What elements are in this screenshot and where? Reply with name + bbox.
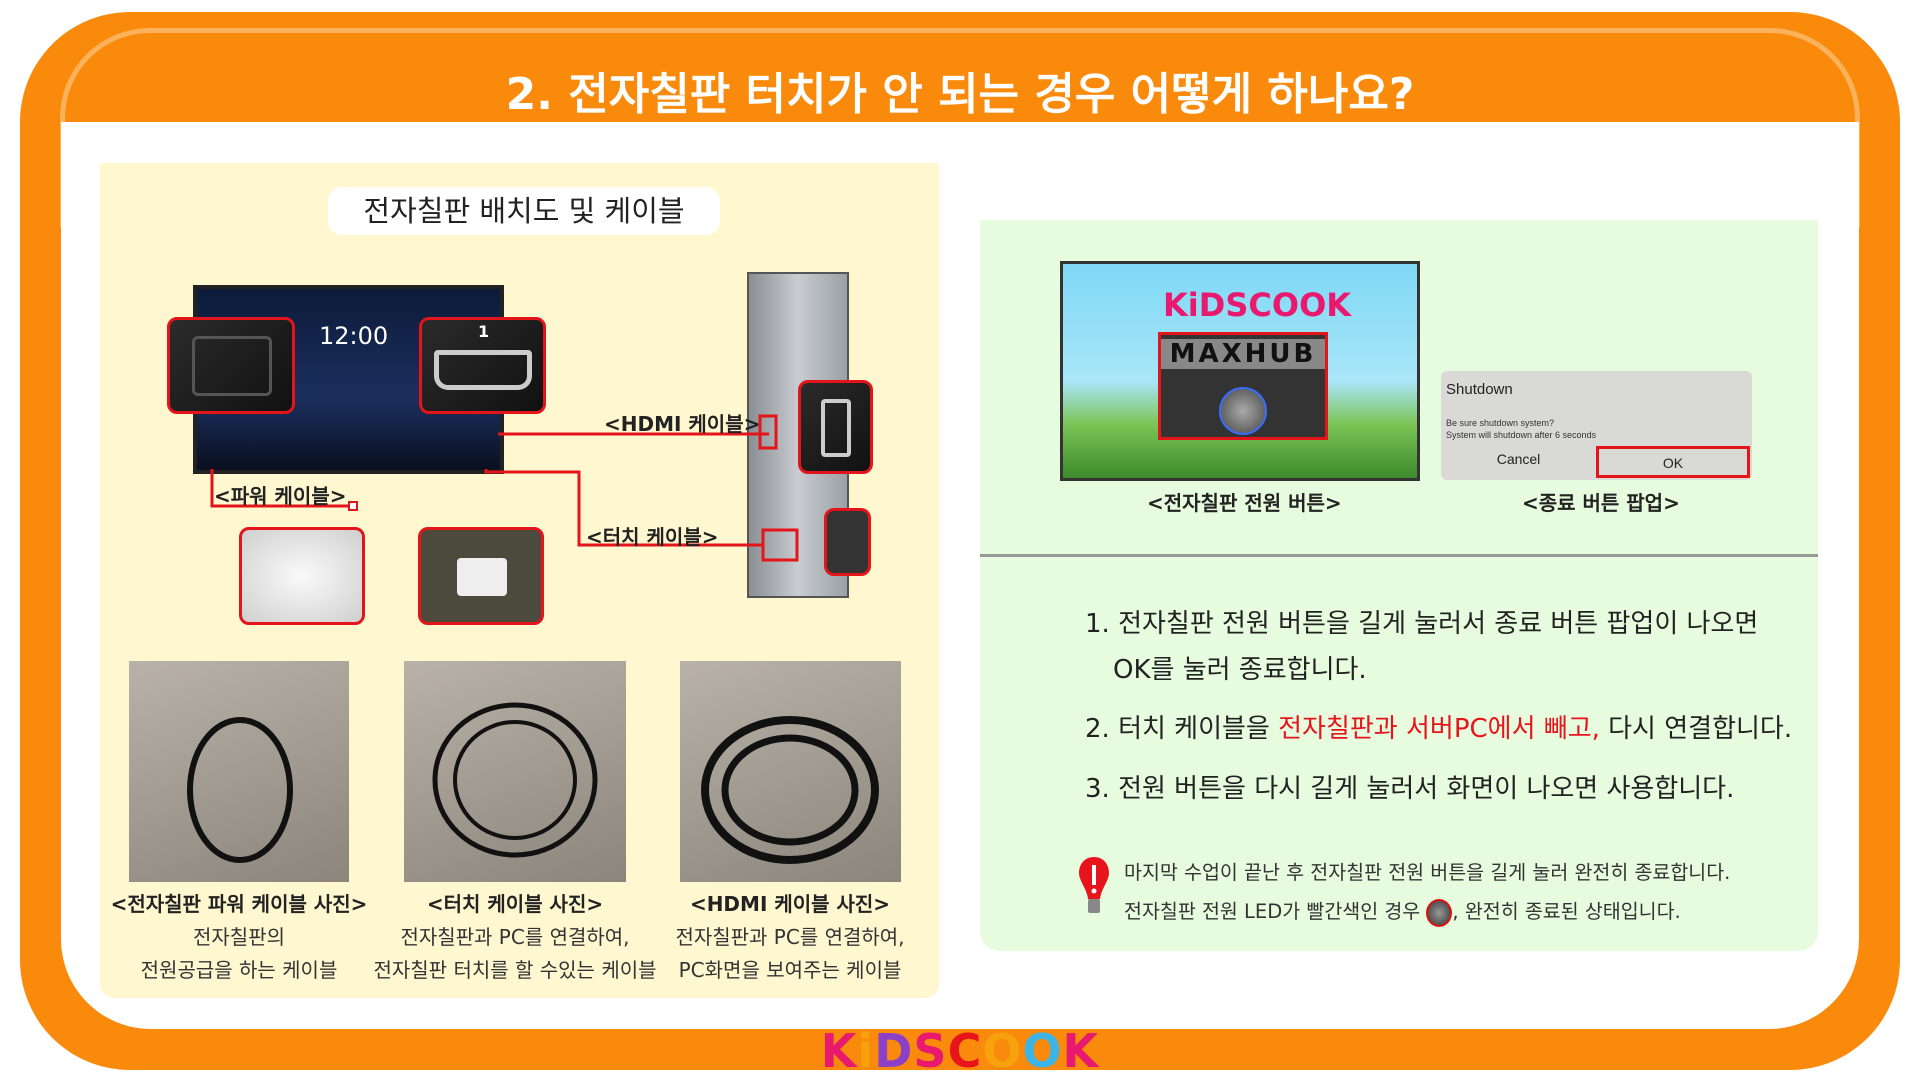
power-cable-caption: <전자칠판 파워 케이블 사진> 전자칠판의 전원공급을 하는 케이블 bbox=[109, 888, 369, 987]
screen-brand: MAXHUB bbox=[1161, 339, 1325, 369]
shutdown-popup: Shutdown Be sure shutdown system? System… bbox=[1441, 371, 1752, 480]
step-2: 2. 터치 케이블을 전자칠판과 서버PC에서 빼고, 다시 연결합니다. bbox=[1085, 708, 1792, 745]
touch-cable-photo bbox=[404, 661, 626, 882]
power-cable-photo bbox=[129, 661, 349, 882]
logo-letter: C bbox=[947, 1024, 983, 1078]
caption-line: 전원공급을 하는 케이블 bbox=[140, 958, 338, 982]
step-1: 1. 전자칠판 전원 버튼을 길게 눌러서 종료 버튼 팝업이 나오면 bbox=[1085, 609, 1759, 639]
usb-b-port-photo bbox=[418, 527, 544, 625]
popup-caption: <종료 버튼 팝업> bbox=[1522, 491, 1680, 515]
logo-letter: D bbox=[874, 1024, 914, 1078]
logo-letter: O bbox=[982, 1024, 1023, 1078]
step-text: 다시 연결합니다. bbox=[1599, 714, 1793, 744]
caption-line: 전자칠판과 PC를 연결하여, bbox=[400, 925, 630, 949]
pc-usb-zoom bbox=[824, 508, 871, 576]
note-text: , 완전히 종료된 상태입니다. bbox=[1452, 900, 1681, 923]
popup-message: Be sure shutdown system? bbox=[1446, 418, 1555, 428]
logo-letter: O bbox=[1022, 1024, 1063, 1078]
caption-line: PC화면을 보여주는 케이블 bbox=[678, 958, 902, 982]
screen-logo: KiDSCOOK bbox=[1163, 286, 1352, 324]
step-text: 2. 터치 케이블을 bbox=[1085, 714, 1279, 744]
note-text: 전자칠판 전원 LED가 빨간색인 경우 bbox=[1124, 900, 1427, 923]
pc-hdmi-zoom bbox=[798, 380, 873, 474]
popup-title: Shutdown bbox=[1446, 381, 1513, 398]
caption-line: 전자칠판의 bbox=[193, 925, 285, 949]
step-3: 3. 전원 버튼을 다시 길게 눌러서 화면이 나오면 사용합니다. bbox=[1085, 774, 1735, 804]
hdmi-port-zoom: 1 bbox=[419, 317, 546, 414]
touch-cable-label: <터치 케이블> bbox=[586, 525, 719, 549]
popup-cancel-button[interactable]: Cancel bbox=[1496, 451, 1541, 467]
hdmi-cable-label: <HDMI 케이블> bbox=[604, 412, 761, 436]
footer-logo: KiDSCOOK bbox=[0, 1024, 1920, 1078]
logo-letter: i bbox=[857, 1024, 875, 1078]
page-title: 2. 전자칠판 터치가 안 되는 경우 어떻게 하나요? bbox=[505, 69, 1415, 120]
power-socket-zoom bbox=[167, 317, 295, 414]
caption-title: <전자칠판 파워 케이블 사진> bbox=[110, 892, 368, 916]
popup-message: System will shutdown after 6 seconds bbox=[1446, 430, 1597, 440]
logo-letter: K bbox=[1062, 1024, 1100, 1078]
note-line-1: 마지막 수업이 끝난 후 전자칠판 전원 버튼을 길게 눌러 완전히 종료합니다… bbox=[1124, 861, 1731, 884]
caption-line: 전자칠판과 PC를 연결하여, bbox=[675, 925, 905, 949]
caption-line: 전자칠판 터치를 할 수있는 케이블 bbox=[373, 958, 657, 982]
step-1-cont: OK를 눌러 종료합니다. bbox=[1113, 655, 1367, 685]
maxhub-screen-image: KiDSCOOK MAXHUB bbox=[1060, 261, 1420, 481]
power-button-icon bbox=[1219, 387, 1267, 435]
hdmi-port-number: 1 bbox=[478, 322, 490, 341]
power-led-icon bbox=[1426, 898, 1453, 927]
logo-letter: K bbox=[820, 1024, 858, 1078]
popup-ok-button[interactable]: OK bbox=[1596, 446, 1750, 478]
power-button-zoom: MAXHUB bbox=[1158, 332, 1328, 440]
power-cable-label: <파워 케이블> bbox=[214, 484, 347, 508]
hdmi-cable-caption: <HDMI 케이블 사진> 전자칠판과 PC를 연결하여, PC화면을 보여주는… bbox=[660, 888, 920, 987]
caption-title: <터치 케이블 사진> bbox=[426, 892, 604, 916]
lightbulb-warning-icon bbox=[1079, 857, 1109, 913]
screen-caption: <전자칠판 전원 버튼> bbox=[1147, 491, 1342, 515]
touch-cable-caption: <터치 케이블 사진> 전자칠판과 PC를 연결하여, 전자칠판 터치를 할 수… bbox=[365, 888, 665, 987]
monitor-time: 12:00 bbox=[319, 322, 389, 350]
power-plug-photo bbox=[239, 527, 365, 625]
step-highlight: 전자칠판과 서버PC에서 빼고, bbox=[1278, 714, 1600, 744]
logo-letter: S bbox=[913, 1024, 948, 1078]
divider bbox=[980, 554, 1818, 557]
caption-title: <HDMI 케이블 사진> bbox=[689, 892, 891, 916]
layout-heading: 전자칠판 배치도 및 케이블 bbox=[328, 187, 720, 235]
note-line-2: 전자칠판 전원 LED가 빨간색인 경우 , 완전히 종료된 상태입니다. bbox=[1124, 895, 1681, 927]
